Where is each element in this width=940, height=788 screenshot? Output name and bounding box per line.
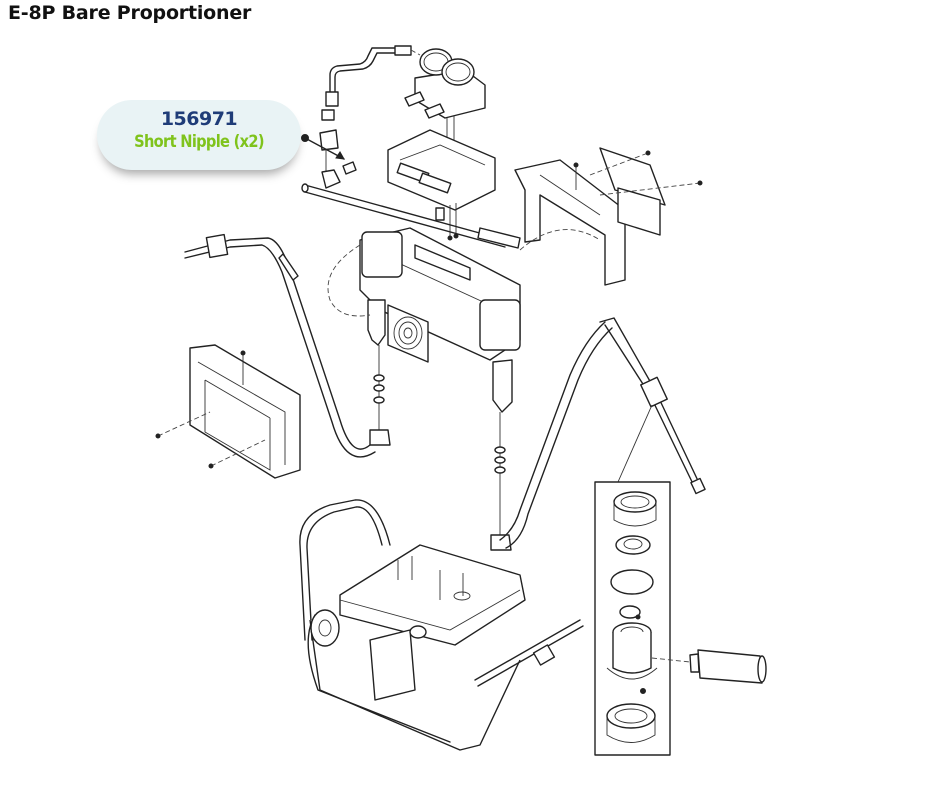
inlet-hose-left [184, 233, 376, 458]
page-title: E-8P Bare Proportioner [8, 2, 252, 24]
short-nipple-fittings [301, 109, 357, 189]
cooling-fan [387, 304, 429, 363]
o-rings-and-washers [369, 345, 512, 551]
inlet-hose-right [499, 317, 706, 549]
wheeled-cart-frame [299, 499, 584, 751]
pressure-gauge-manifold [404, 48, 486, 165]
pump-motor-assembly [327, 227, 601, 413]
electrical-box-left [155, 344, 301, 479]
cross-tube [301, 183, 521, 249]
control-box-right [514, 147, 703, 286]
part-description-label: Short Nipple (x2) [134, 132, 264, 152]
steel-tube-line [325, 45, 421, 107]
inlet-fitting-detail-box [594, 404, 767, 756]
mounting-bracket [387, 129, 496, 241]
part-number-label: 156971 [160, 108, 238, 130]
part-callout: 156971 Short Nipple (x2) [97, 100, 301, 170]
